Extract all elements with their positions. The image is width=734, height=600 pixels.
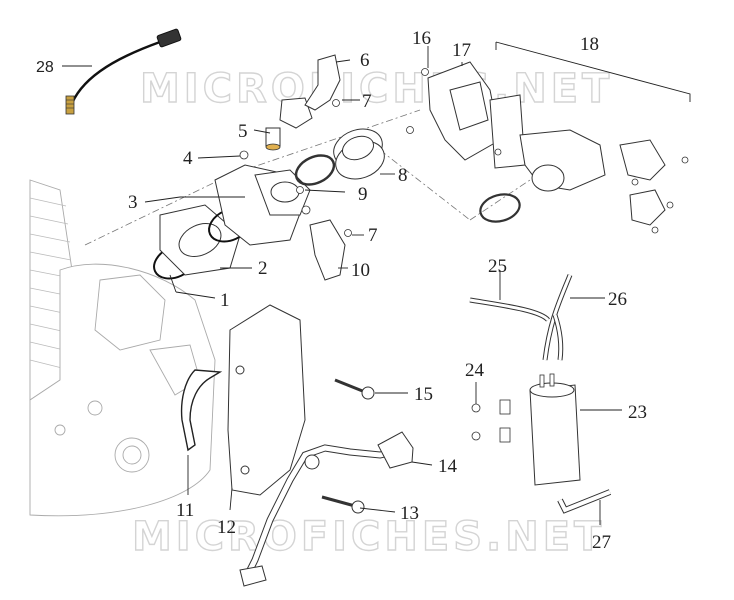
bracket-part (309, 219, 346, 281)
callout-26: 26 (608, 289, 627, 310)
injector-connector-part (304, 54, 341, 111)
throttle-cover (427, 61, 501, 161)
callout-25: 25 (488, 256, 507, 277)
callout-7-upper: 7 (362, 91, 372, 112)
callout-13: 13 (400, 503, 419, 524)
callout-2: 2 (258, 258, 268, 279)
charcoal-canister (529, 373, 581, 486)
callout-6: 6 (360, 50, 370, 71)
callout-9: 9 (358, 184, 368, 205)
engine-block (29, 179, 216, 517)
sensor-wire-part (65, 28, 182, 115)
callout-3: 3 (128, 192, 138, 213)
canister-fasteners (471, 399, 511, 443)
callout-23: 23 (628, 402, 647, 423)
vent-hoses (469, 274, 573, 361)
intake-manifold (214, 164, 311, 246)
leader-lines (62, 46, 622, 525)
brake-pedal (239, 431, 414, 587)
callout-14: 14 (438, 456, 458, 477)
chain-guard (180, 369, 223, 452)
callout-15: 15 (414, 384, 433, 405)
watermark-top: MICROFICHES.NET (140, 66, 613, 112)
group-bracket-18 (495, 41, 691, 102)
drain-hose (557, 489, 612, 514)
callout-10: 10 (351, 260, 370, 281)
callout-1: 1 (220, 290, 230, 311)
hose-clamp (294, 154, 336, 186)
callout-12: 12 (217, 517, 236, 538)
intake-boot (333, 128, 385, 180)
callout-4: 4 (183, 148, 193, 169)
long-bolts (321, 378, 375, 514)
sprocket-cover (227, 304, 306, 496)
callout-5: 5 (238, 121, 248, 142)
callout-28: 28 (36, 59, 54, 76)
callout-8: 8 (398, 165, 408, 186)
callout-7-lower: 7 (368, 225, 378, 246)
callout-11: 11 (176, 500, 194, 521)
bolts (239, 99, 352, 237)
throttle-bolts (406, 68, 689, 234)
callout-16: 16 (412, 28, 431, 49)
callout-27: 27 (592, 532, 611, 553)
callout-24: 24 (465, 360, 485, 381)
callout-18: 18 (580, 34, 599, 55)
callout-17: 17 (452, 40, 471, 61)
throttle-body (479, 94, 666, 226)
watermark-bottom: MICROFICHES.NET (132, 514, 605, 560)
assembly-centerlines (84, 109, 531, 246)
